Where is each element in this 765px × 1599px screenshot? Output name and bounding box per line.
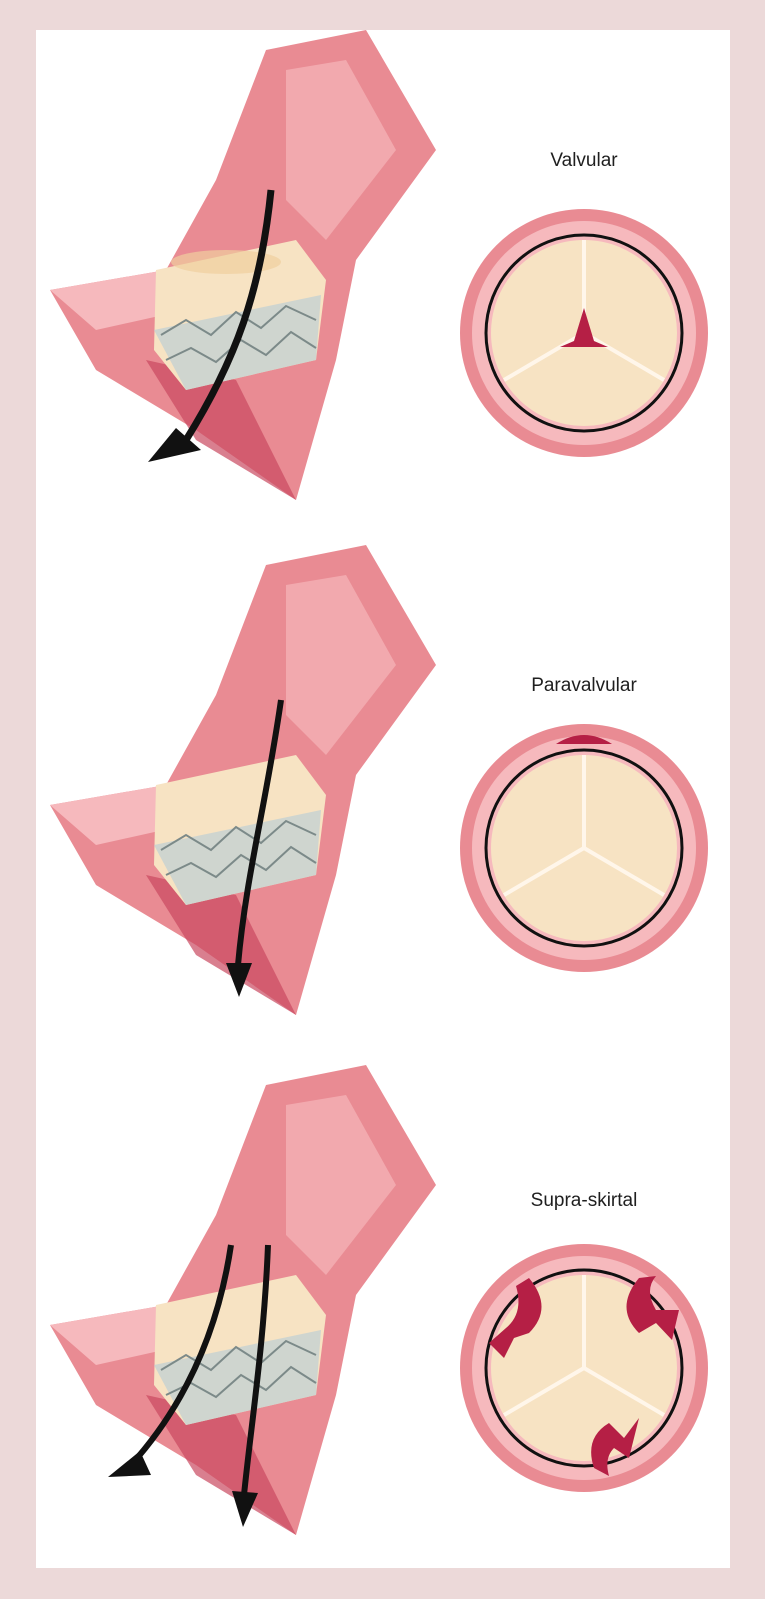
- panel-paravalvular: Paravalvular: [36, 545, 730, 1045]
- short-axis-valve: [460, 724, 708, 972]
- panel-valvular: Valvular: [36, 30, 730, 530]
- panel-label-paravalvular: Paravalvular: [464, 675, 704, 697]
- short-axis-valve: [460, 209, 708, 457]
- panel-label-supra-skirtal: Supra-skirtal: [464, 1190, 704, 1212]
- supra-skirtal-illustration: [36, 1065, 730, 1565]
- paravalvular-illustration: [36, 545, 730, 1045]
- valvular-illustration: [36, 30, 730, 530]
- panel-supra-skirtal: Supra-skirtal: [36, 1065, 730, 1565]
- panel-label-valvular: Valvular: [464, 150, 704, 172]
- figure-panel: Valvular: [36, 30, 730, 1568]
- short-axis-valve: [460, 1244, 708, 1492]
